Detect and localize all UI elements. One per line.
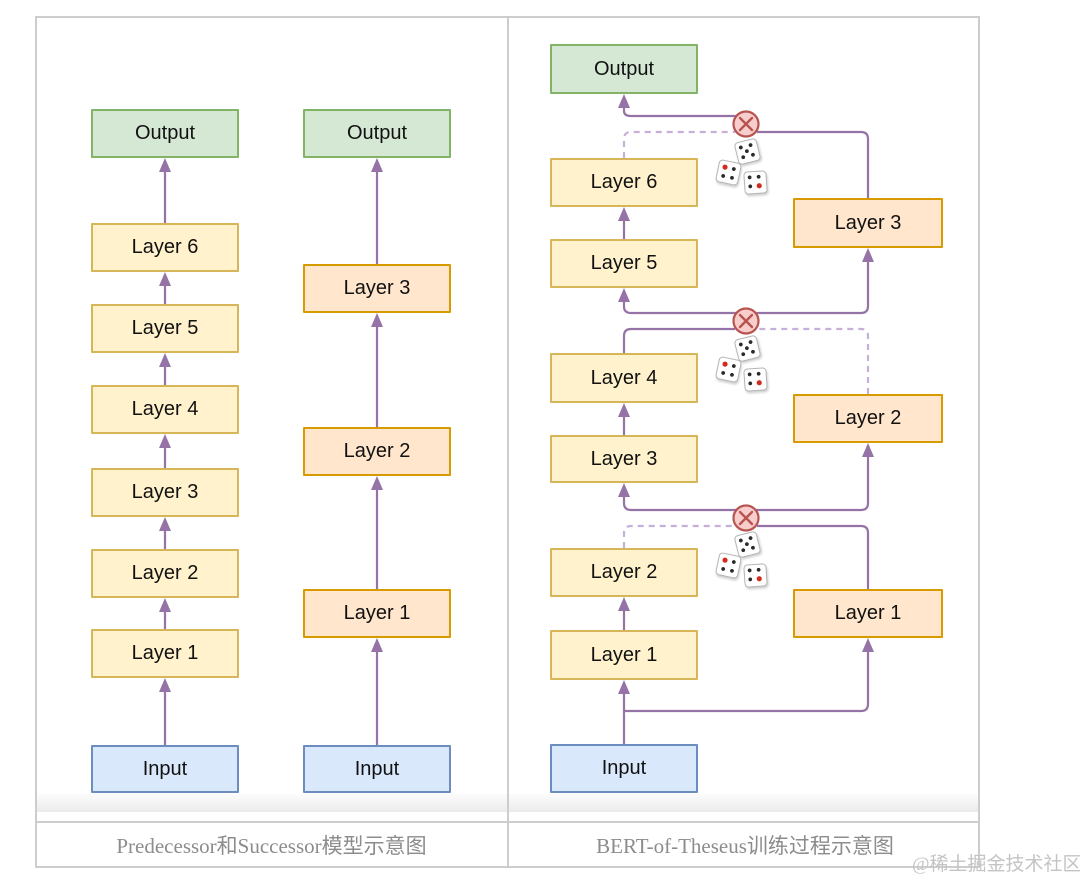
multiply-junction-icon [732,307,760,335]
arrowhead-up-icon [618,94,630,108]
die-face-icon [733,530,762,559]
caption-predecessor-successor: Predecessor和Successor模型示意图 [116,834,427,858]
die-face-icon [743,563,768,588]
node-right-predecessor-layer-2: Layer 2 [550,548,698,597]
die-face-icon [714,355,743,384]
arrowhead-up-icon [159,158,171,172]
node-left-successor-output: Output [303,109,451,158]
connector-line [624,650,870,713]
dice-icon [714,334,775,397]
arrowhead-up-icon [371,476,383,490]
node-left-successor-layer-1: Layer 1 [303,589,451,638]
node-left-predecessor-layer-4: Layer 4 [91,385,239,434]
node-left-successor-input: Input [303,745,451,793]
arrowhead-up-icon [618,403,630,417]
connector-line [622,106,746,118]
node-left-predecessor-layer-5: Layer 5 [91,304,239,353]
node-right-successor-layer-2: Layer 2 [793,394,943,443]
node-left-predecessor-layer-1: Layer 1 [91,629,239,678]
connector-line [757,130,870,198]
arrowhead-up-icon [862,443,874,457]
caption-bert-of-theseus: BERT-of-Theseus训练过程示意图 [596,834,894,858]
arrowhead-up-icon [618,597,630,611]
arrowhead-up-icon [862,638,874,652]
node-left-predecessor-output: Output [91,109,239,158]
node-right-predecessor-layer-5: Layer 5 [550,239,698,288]
arrowhead-up-icon [159,678,171,692]
node-right-predecessor-layer-4: Layer 4 [550,353,698,403]
node-left-predecessor-input: Input [91,745,239,793]
node-right-predecessor-output: Output [550,44,698,94]
node-right-predecessor-input: Input [550,744,698,793]
connector-line [757,524,870,589]
connector-line [622,300,746,315]
arrowhead-up-icon [371,638,383,652]
dice-icon [714,137,775,200]
node-right-predecessor-layer-6: Layer 6 [550,158,698,207]
node-left-successor-layer-3: Layer 3 [303,264,451,313]
arrowhead-up-icon [618,680,630,694]
watermark: @稀土掘金技术社区 [912,854,1080,875]
node-right-predecessor-layer-1: Layer 1 [550,630,698,680]
connector-line [746,455,870,512]
connector-dashed-line [622,130,735,158]
node-left-successor-layer-2: Layer 2 [303,427,451,476]
node-left-predecessor-layer-3: Layer 3 [91,468,239,517]
dice-icon [714,530,775,593]
node-right-predecessor-layer-3: Layer 3 [550,435,698,483]
arrowhead-up-icon [159,517,171,531]
arrowhead-up-icon [618,207,630,221]
panel-divider [507,16,509,868]
connector-dashed-line [622,524,735,548]
arrowhead-up-icon [618,483,630,497]
node-left-predecessor-layer-6: Layer 6 [91,223,239,272]
connector-line [746,260,870,315]
connector-dashed-line [757,327,870,394]
arrowhead-up-icon [159,434,171,448]
arrowhead-up-icon [159,272,171,286]
multiply-junction-icon [732,504,760,532]
die-face-icon [743,367,768,392]
die-face-icon [733,334,762,363]
arrowhead-up-icon [371,313,383,327]
connector-line [622,495,746,512]
arrowhead-up-icon [618,288,630,302]
die-face-icon [714,551,743,580]
node-right-successor-layer-3: Layer 3 [793,198,943,248]
die-face-icon [733,137,762,166]
node-right-successor-layer-1: Layer 1 [793,589,943,638]
arrowhead-up-icon [159,598,171,612]
arrowhead-up-icon [159,353,171,367]
die-face-icon [714,158,743,187]
arrowhead-up-icon [862,248,874,262]
caption-divider [35,821,980,823]
connector-line [622,327,735,353]
node-left-predecessor-layer-2: Layer 2 [91,549,239,598]
die-face-icon [743,170,768,195]
multiply-junction-icon [732,110,760,138]
arrowhead-up-icon [371,158,383,172]
